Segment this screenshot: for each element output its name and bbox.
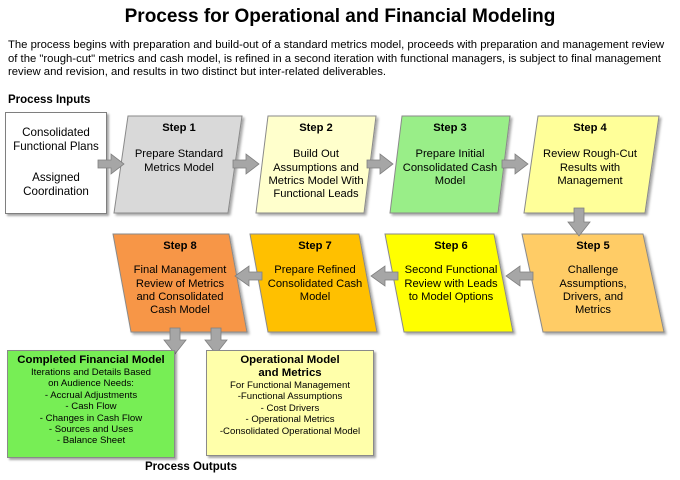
arrow-right-icon (501, 153, 529, 175)
step-6-line-1: Second Functional (404, 264, 498, 277)
inputs-line-2: Functional Plans (13, 140, 99, 153)
step-6: Step 6 Second Functional Review with Lea… (394, 240, 508, 304)
step-2: Step 2 Build Out Assumptions and Metrics… (258, 122, 374, 201)
step-6-line-2: Review with Leads (404, 277, 498, 290)
step-7-line-1: Prepare Refined (274, 264, 356, 277)
step-4-shape (523, 115, 660, 214)
step-2-line-1: Build Out (292, 148, 340, 161)
step-8-number: Step 8 (163, 240, 197, 252)
financial-item: - Sources and Uses (48, 424, 134, 436)
step-2-line-2: Assumptions and (273, 161, 359, 174)
step-5-shape (521, 233, 665, 333)
step-2-line-3: Metrics Model With (268, 174, 364, 187)
step-1-line-2: Metrics Model (144, 161, 214, 174)
inputs-line-3: Assigned (32, 171, 80, 184)
operational-item: - Operational Metrics (245, 414, 335, 426)
operational-item: - Cost Drivers (260, 402, 320, 414)
step-7-number: Step 7 (298, 240, 332, 252)
process-inputs-label: Process Inputs (8, 94, 91, 106)
step-4: Step 4 Review Rough-Cut Results with Man… (528, 122, 652, 188)
step-1-shape (113, 115, 243, 214)
step-5-line-1: Challenge (567, 264, 619, 277)
step-6-shape (384, 233, 514, 333)
step-8-line-1: Final Management (133, 264, 227, 277)
financial-model-sub-1: Iterations and Details Based (31, 367, 151, 378)
arrow-down-icon (567, 207, 591, 237)
arrow-left-icon (505, 265, 534, 287)
inputs-line-4: Coordination (23, 185, 89, 198)
step-7-line-3: Model (299, 290, 331, 303)
financial-model-sub-2: on Audience Needs: (48, 378, 134, 390)
page-title: Process for Operational and Financial Mo… (124, 6, 556, 27)
step-3-number: Step 3 (433, 122, 467, 134)
intro-paragraph: The process begins with preparation and … (8, 39, 665, 78)
financial-item: - Cash Flow (65, 401, 117, 413)
step-3-line-1: Prepare Initial (415, 148, 485, 161)
step-7-shape (249, 233, 378, 333)
step-3: Step 3 Prepare Initial Consolidated Cash… (392, 122, 508, 188)
step-6-number: Step 6 (434, 240, 468, 252)
step-6-line-3: to Model Options (408, 290, 494, 303)
operational-model-box: Operational Model and Metrics For Functi… (206, 350, 374, 456)
step-4-number: Step 4 (573, 122, 607, 134)
inputs-line-1: Consolidated (22, 126, 90, 139)
operational-model-title-2: and Metrics (258, 367, 322, 379)
step-8-line-2: Review of Metrics (135, 277, 225, 290)
step-3-shape (389, 115, 511, 214)
arrow-left-icon (234, 265, 263, 287)
step-1-line-1: Prepare Standard (134, 148, 224, 161)
process-inputs-box: Consolidated Functional Plans Assigned C… (5, 112, 107, 214)
financial-item: - Accrual Adjustments (44, 389, 138, 401)
arrow-right-icon (232, 153, 260, 175)
step-3-line-2: Consolidated Cash (402, 161, 498, 174)
step-5-line-4: Metrics (574, 304, 612, 317)
operational-model-title-1: Operational Model (240, 354, 340, 366)
arrow-left-icon (370, 265, 399, 287)
step-8: Step 8 Final Management Review of Metric… (120, 240, 240, 317)
step-7-line-2: Consolidated Cash (267, 277, 363, 290)
operational-item: -Consolidated Operational Model (219, 425, 361, 437)
step-5: Step 5 Challenge Assumptions, Drivers, a… (532, 240, 654, 317)
step-2-line-4: Functional Leads (273, 188, 359, 201)
process-outputs-label: Process Outputs (145, 461, 238, 473)
arrow-right-icon (366, 153, 394, 175)
step-5-line-3: Drivers, and (562, 290, 624, 303)
step-8-line-4: Cash Model (150, 304, 210, 317)
step-8-line-3: and Consolidated (136, 290, 224, 303)
step-1-number: Step 1 (162, 122, 196, 134)
completed-financial-model-box: Completed Financial Model Iterations and… (7, 350, 175, 458)
step-1: Step 1 Prepare Standard Metrics Model (120, 122, 238, 175)
step-5-number: Step 5 (576, 240, 610, 252)
step-8-shape (112, 233, 248, 333)
arrow-down-icon (204, 327, 228, 355)
step-4-line-3: Management (557, 174, 623, 187)
step-4-line-1: Review Rough-Cut (543, 148, 637, 161)
operational-model-sub: For Functional Management (230, 380, 350, 391)
step-2-shape (255, 115, 377, 214)
financial-item: - Changes in Cash Flow (39, 412, 143, 424)
operational-item: -Functional Assumptions (237, 391, 343, 403)
arrow-right-icon (97, 153, 125, 175)
arrow-down-icon (163, 327, 187, 355)
step-3-line-3: Model (434, 174, 466, 187)
step-2-number: Step 2 (299, 122, 333, 134)
financial-item: - Balance Sheet (56, 435, 126, 447)
step-7: Step 7 Prepare Refined Consolidated Cash… (258, 240, 372, 304)
step-4-line-2: Results with (559, 161, 621, 174)
financial-model-title: Completed Financial Model (17, 354, 165, 366)
step-5-line-2: Assumptions, (559, 277, 627, 290)
